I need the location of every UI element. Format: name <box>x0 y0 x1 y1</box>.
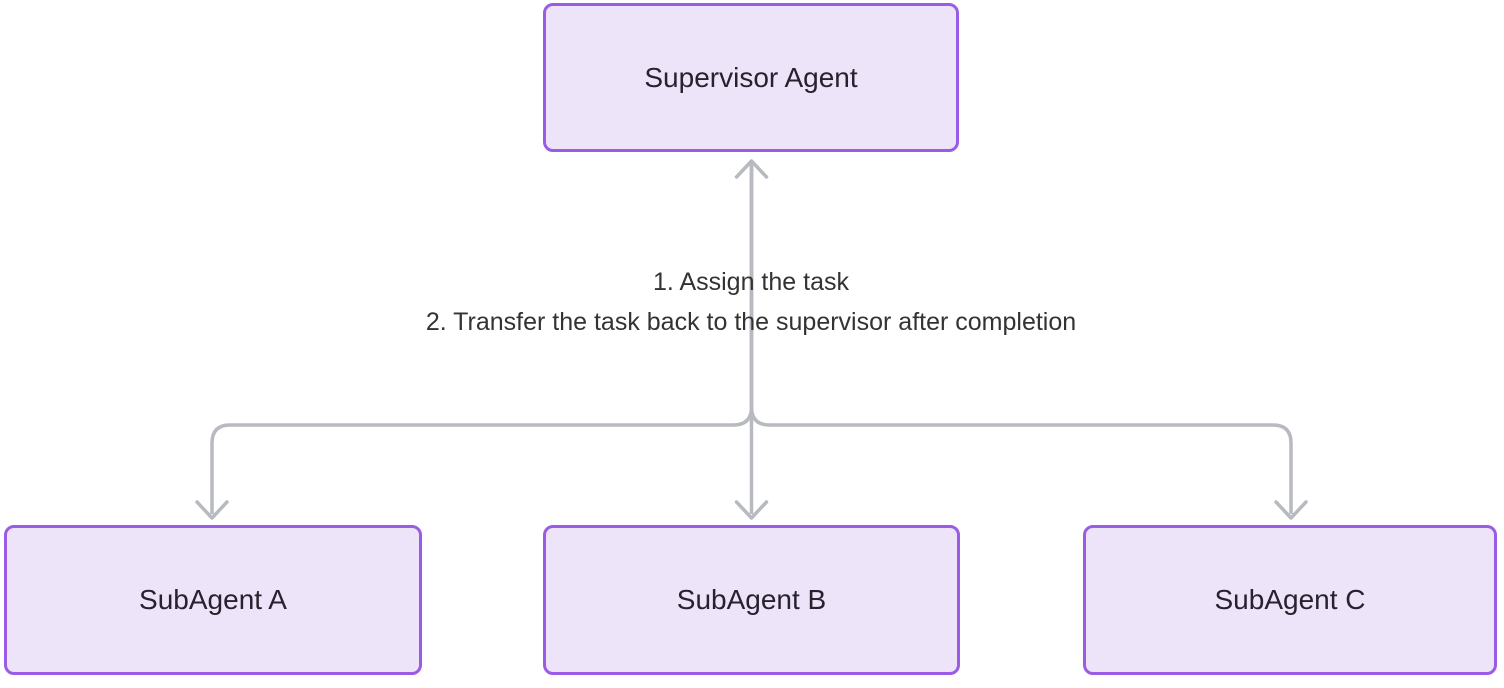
node-subagent-a: SubAgent A <box>4 525 422 675</box>
edge-supervisor-subagent-a <box>210 162 754 514</box>
arrow-down-icon <box>734 500 769 520</box>
edge-label-line-2: 2. Transfer the task back to the supervi… <box>425 308 1077 336</box>
node-subagent-b-label: SubAgent B <box>676 584 827 615</box>
arrow-down-icon <box>1274 500 1308 520</box>
node-subagent-b: SubAgent B <box>543 525 960 675</box>
node-supervisor-agent-label: Supervisor Agent <box>644 61 858 93</box>
edge-supervisor-subagent-c <box>749 162 1293 514</box>
node-subagent-a-label: SubAgent A <box>139 584 287 615</box>
node-subagent-c-label: SubAgent C <box>1214 584 1366 615</box>
node-subagent-c: SubAgent C <box>1083 525 1497 675</box>
edge-label: 1. Assign the task 2. Transfer the task … <box>426 262 1076 342</box>
arrow-down-icon <box>195 500 229 520</box>
node-supervisor-agent: Supervisor Agent <box>543 3 959 152</box>
arrow-up-icon <box>734 159 769 179</box>
edge-label-line-1: 1. Assign the task <box>653 268 849 296</box>
